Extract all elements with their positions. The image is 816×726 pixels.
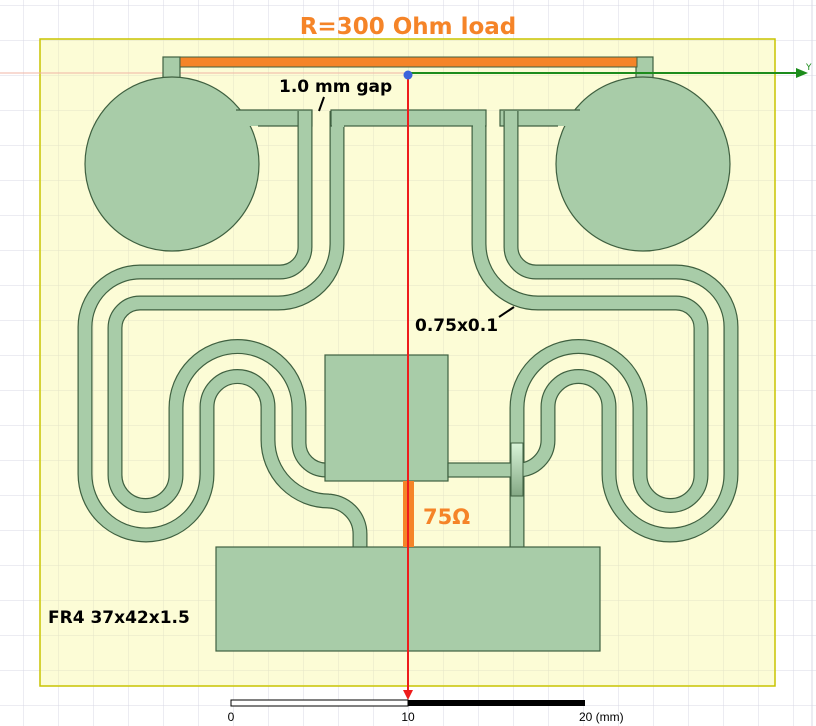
right-stub-join (505, 111, 517, 125)
scale-bar-white (230, 699, 409, 707)
lumped-component[interactable] (510, 442, 524, 497)
z-axis-arrow-icon (403, 690, 413, 700)
square-to-component-line[interactable] (447, 462, 513, 478)
load-300-ohm[interactable] (179, 56, 638, 68)
trace-label: 0.75x0.1 (415, 316, 498, 336)
gap-label: 1.0 mm gap (279, 77, 392, 97)
load-label: R=300 Ohm load (300, 14, 517, 40)
y-axis-arrow-icon (796, 68, 808, 78)
impedance-label: 75Ω (423, 505, 470, 529)
scale-tick-20: 20 (mm) (579, 710, 624, 724)
meander-traces[interactable] (77, 111, 739, 548)
scale-tick-10: 10 (401, 710, 415, 724)
substrate-label: FR4 37x42x1.5 (48, 608, 190, 628)
left-patch[interactable] (84, 56, 313, 252)
right-patch[interactable] (499, 56, 731, 252)
gap-leader-line (318, 96, 325, 112)
left-stub-join (299, 111, 311, 125)
center-bar-join-left (332, 111, 344, 127)
origin-marker[interactable] (403, 70, 413, 80)
center-bar-join-right (473, 111, 485, 127)
scale-tick-0: 0 (228, 710, 235, 724)
y-axis-label: Y (805, 63, 812, 73)
scale-bar-black (408, 700, 585, 706)
center-square-pad[interactable] (324, 354, 449, 482)
trace-leader-line (498, 306, 515, 318)
